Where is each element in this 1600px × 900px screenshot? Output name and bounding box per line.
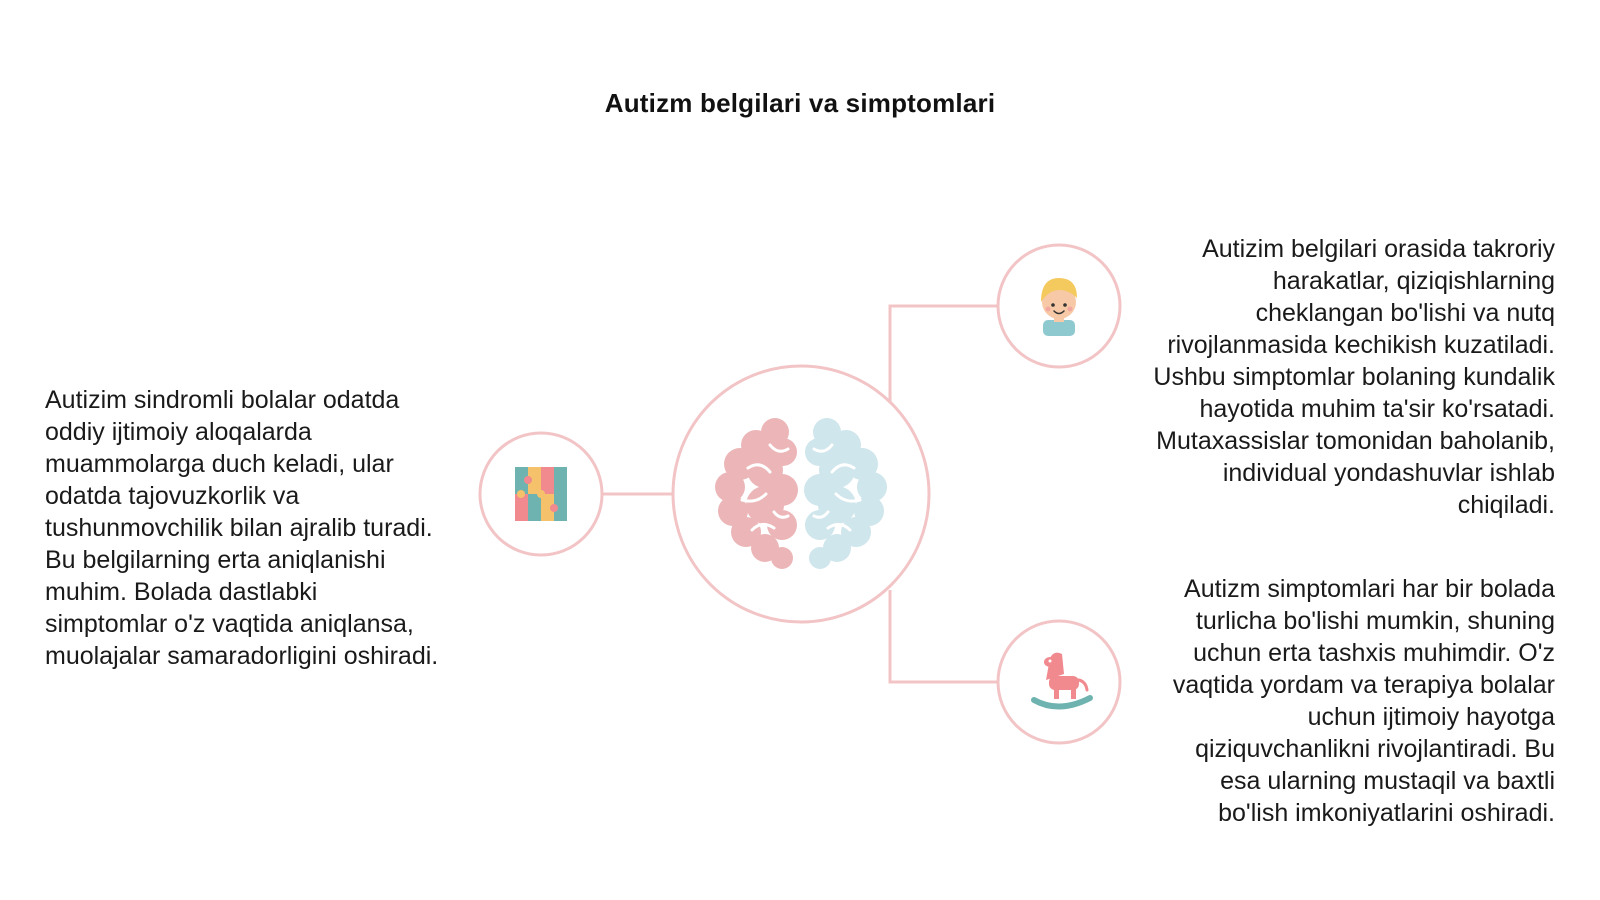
center-node — [671, 364, 931, 624]
connector-lines — [602, 304, 998, 684]
left-node — [478, 431, 604, 557]
top-right-node — [996, 243, 1122, 369]
page-title: Autizm belgilari va simptomlari — [604, 88, 996, 118]
puzzle-icon — [515, 467, 567, 521]
child-face-icon — [1041, 278, 1077, 336]
rocking-horse-icon — [1031, 652, 1093, 710]
paragraph-right-top: Autizim belgilari orasida takroriy harak… — [1153, 235, 1555, 519]
bottom-right-node — [996, 619, 1122, 745]
connector-top-right — [888, 304, 998, 402]
connector-bottom-right — [888, 590, 998, 684]
paragraph-right-bottom: Autizm simptomlari har bir bolada turlic… — [1172, 575, 1555, 827]
brain-icon — [715, 418, 887, 569]
paragraph-left: Autizim sindromli bolalar odatda oddiy i… — [45, 386, 439, 670]
